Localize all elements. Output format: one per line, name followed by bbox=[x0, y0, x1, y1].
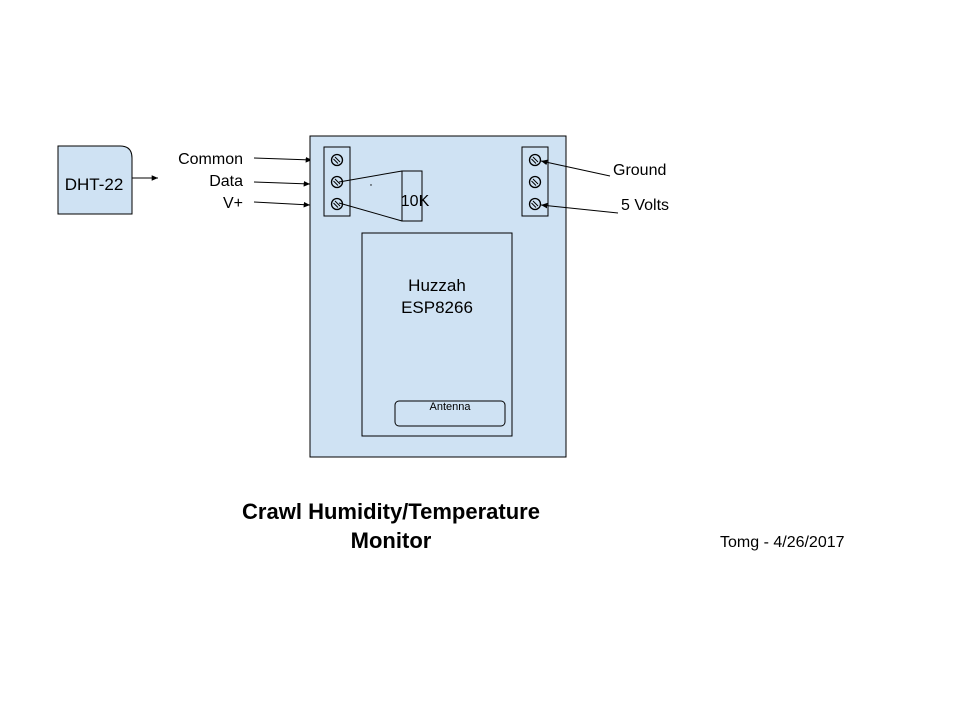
wire-label-data: Data bbox=[209, 173, 243, 190]
diagram-title-line1: Crawl Humidity/Temperature bbox=[242, 499, 540, 524]
wire-arrow-data bbox=[253, 180, 311, 187]
module-name-line1: Huzzah bbox=[408, 276, 466, 295]
screw-terminal-icon bbox=[528, 153, 542, 167]
screw-terminal-icon bbox=[528, 175, 542, 189]
stray-dot bbox=[370, 184, 372, 186]
screw-terminal-icon bbox=[330, 153, 344, 167]
diagram-title-line2: Monitor bbox=[351, 528, 432, 553]
wire-label-common: Common bbox=[178, 151, 243, 168]
left-terminal-block bbox=[323, 146, 351, 217]
antenna-label: Antenna bbox=[430, 401, 472, 413]
antenna-area bbox=[394, 400, 506, 427]
dht22-sensor-label: DHT-22 bbox=[65, 175, 124, 194]
wire-label-ground: Ground bbox=[613, 162, 666, 179]
wire-arrow-ground bbox=[540, 159, 611, 177]
author-date: Tomg - 4/26/2017 bbox=[720, 534, 845, 551]
wire-arrow-common bbox=[253, 156, 313, 163]
resistor-body bbox=[401, 170, 423, 222]
resistor-label: 10K bbox=[401, 193, 430, 210]
dht22-sensor: DHT-22 bbox=[57, 145, 133, 215]
resistor-lead-bottom bbox=[338, 202, 403, 222]
wire-arrow-5v bbox=[540, 202, 619, 214]
module-name-line2: ESP8266 bbox=[401, 298, 473, 317]
resistor-lead-top bbox=[338, 170, 403, 183]
screw-terminal-icon bbox=[528, 197, 542, 211]
wire-arrow-vplus bbox=[253, 201, 311, 208]
wire-label-vplus: V+ bbox=[223, 195, 243, 212]
wire-label-5v: 5 Volts bbox=[621, 197, 669, 214]
dht22-sensor-shape bbox=[57, 145, 133, 215]
